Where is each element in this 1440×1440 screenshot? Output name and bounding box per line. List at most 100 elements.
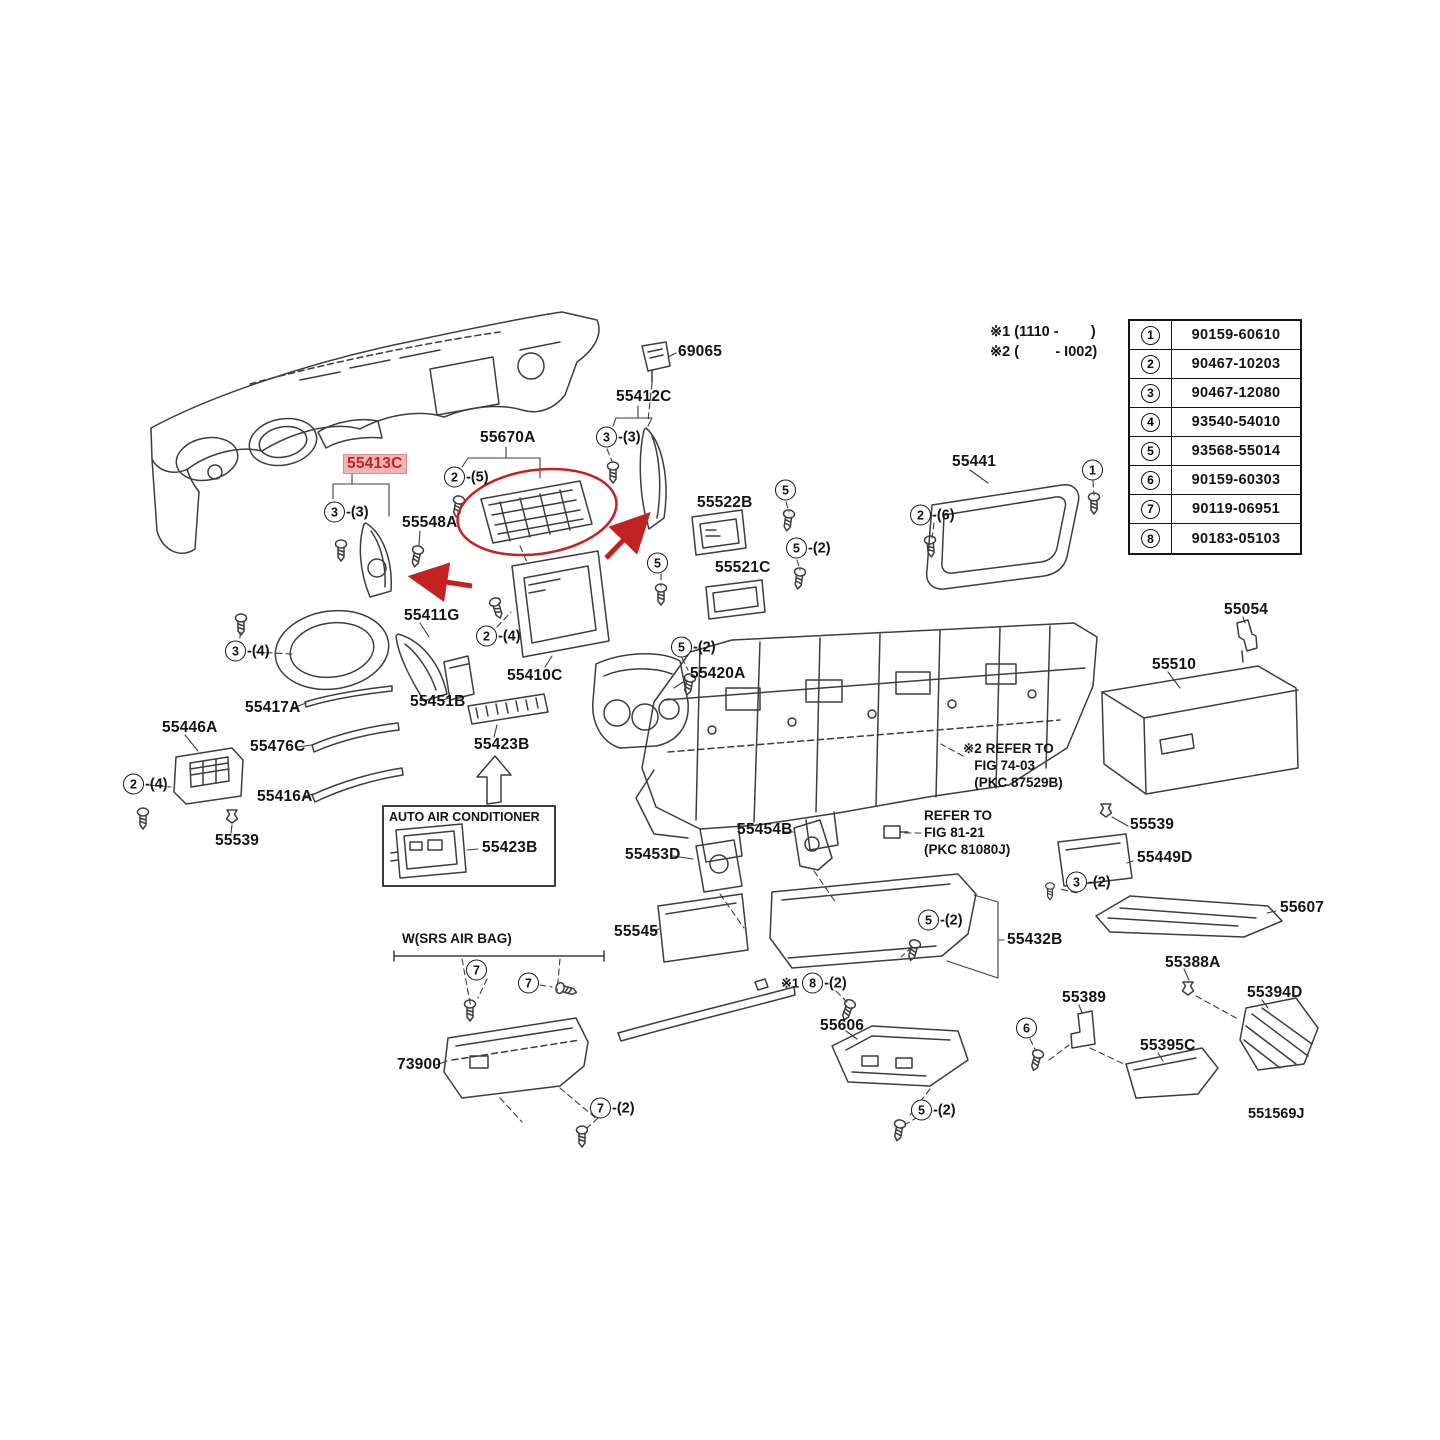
- part-55446A-drawing: [173, 747, 244, 805]
- fastener-circled-number: 8: [1141, 529, 1160, 548]
- qty-callout-5-(2): 5-(2): [911, 1099, 956, 1121]
- part-55389-drawing: [1070, 1010, 1096, 1049]
- fastener-circled-number: 7: [1141, 499, 1160, 519]
- qty-callout-2-(4): 2-(4): [123, 773, 168, 795]
- circled-number: 3: [1066, 871, 1087, 893]
- circled-number: 7: [590, 1097, 611, 1119]
- part-label-55410C: 55410C: [507, 667, 563, 684]
- part-55420A-drawing: [592, 653, 689, 749]
- qty-suffix: -(3): [618, 429, 641, 445]
- part-55441-drawing: [925, 483, 1080, 590]
- part-55395C-drawing: [1125, 1047, 1219, 1099]
- fastener-part-number: 90467-10203: [1191, 356, 1281, 372]
- part-55054-drawing: [1236, 619, 1258, 663]
- part-label-55451B: 55451B: [410, 693, 466, 710]
- part-label-55416A: 55416A: [257, 788, 313, 805]
- part-55451B-drawing: [443, 655, 475, 701]
- part-meter-hood-drawing: [274, 609, 390, 691]
- refer-fig-81-text: REFER TO FIG 81-21 (PKC 81080J): [924, 808, 1011, 857]
- fastener-part-number: 90119-06951: [1192, 501, 1280, 517]
- fastener-number-cell: 1: [1130, 321, 1172, 349]
- note-ref-prefix: ※1: [781, 975, 800, 990]
- qty-callout-3-(3): 3-(3): [324, 501, 369, 523]
- fastener-table-row: 6 90159-60303: [1130, 466, 1300, 495]
- qty-callout-1: 1: [1082, 459, 1103, 481]
- fastener-part-number: 90183-05103: [1191, 530, 1281, 547]
- qty-suffix: -(5): [466, 469, 489, 485]
- qty-callout-3-(2): 3-(2): [1066, 871, 1111, 893]
- part-55522B-drawing: [691, 509, 747, 556]
- qty-suffix: -(2): [1088, 874, 1111, 890]
- fastener-part-number: 93540-54010: [1191, 414, 1281, 430]
- qty-callout-3-(4): 3-(4): [225, 640, 270, 662]
- part-55449D-drawing: [1057, 833, 1133, 887]
- auto-air-conditioner-title: AUTO AIR CONDITIONER: [389, 810, 540, 824]
- part-label-55432B: 55432B: [1007, 931, 1063, 948]
- part-label-55412C: 55412C: [616, 388, 672, 405]
- part-label-55413C: 55413C: [344, 455, 406, 473]
- fastener-circled-number: 5: [1141, 441, 1160, 461]
- qty-callout-7: 7: [466, 959, 487, 981]
- fastener-number-cell: 8: [1130, 524, 1172, 553]
- part-label-55510: 55510: [1152, 656, 1197, 673]
- fastener-circled-number: 4: [1141, 412, 1160, 432]
- part-ip-reinforcement-drawing: [635, 622, 1098, 863]
- fastener-number-cell: 6: [1130, 466, 1172, 494]
- qty-callout-5: 5: [775, 479, 796, 501]
- part-label-55607: 55607: [1280, 899, 1325, 916]
- circled-number: 5: [786, 537, 807, 559]
- figure-code: 551569J: [1248, 1106, 1305, 1122]
- part-label-55539: 55539: [1130, 816, 1175, 833]
- part-label-55423B: 55423B: [482, 839, 538, 856]
- fastener-circled-number: 1: [1141, 325, 1160, 345]
- part-label-55453D: 55453D: [625, 846, 681, 863]
- qty-callout-2-(4): 2-(4): [476, 625, 521, 647]
- part-label-55446A: 55446A: [162, 719, 218, 736]
- part-55510-drawing: [1101, 665, 1299, 795]
- part-55521C-drawing: [705, 579, 766, 620]
- srs-airbag-title: W(SRS AIR BAG): [402, 931, 512, 946]
- qty-suffix: -(3): [346, 504, 369, 520]
- qty-suffix: -(4): [247, 643, 270, 659]
- part-label-55420A: 55420A: [690, 665, 746, 682]
- fastener-table-row: 4 93540-54010: [1130, 408, 1300, 437]
- circled-number: 6: [1016, 1017, 1037, 1039]
- part-label-55395C: 55395C: [1140, 1037, 1196, 1054]
- qty-callout-2-(6): 2-(6): [910, 504, 955, 526]
- part-55607-drawing: [1095, 895, 1283, 938]
- part-55670A-drawing: [480, 480, 593, 544]
- fastener-part-number: 93568-55014: [1191, 443, 1281, 459]
- qty-suffix: -(2): [824, 975, 847, 991]
- circled-number: 2: [123, 773, 144, 795]
- circled-number: 2: [910, 504, 931, 526]
- fastener-table-row: 7 90119-06951: [1130, 495, 1300, 524]
- part-trim-strips-drawing: [304, 685, 404, 803]
- fastener-number-cell: 4: [1130, 408, 1172, 436]
- part-label-55449D: 55449D: [1137, 849, 1193, 866]
- part-label-55539: 55539: [215, 832, 260, 849]
- note-2: ※2 ( - I002): [990, 344, 1098, 360]
- circled-number: 5: [671, 636, 692, 658]
- part-label-55441: 55441: [952, 453, 997, 470]
- fastener-part-number: 90159-60303: [1191, 472, 1281, 488]
- qty-suffix: -(2): [933, 1102, 956, 1118]
- qty-callout-5-(2): 5-(2): [786, 537, 831, 559]
- circled-number: 3: [324, 501, 345, 523]
- part-label-55417A: 55417A: [245, 699, 301, 716]
- circled-number: 5: [775, 479, 796, 501]
- fastener-circled-number: 2: [1141, 354, 1160, 374]
- qty-suffix: -(4): [498, 628, 521, 644]
- part-instrument-panel-drawing: [150, 311, 600, 554]
- part-55454B-drawing: [793, 819, 833, 871]
- red-highlight-marks: [407, 467, 651, 602]
- part-label-55670A: 55670A: [480, 429, 536, 446]
- part-55453D-drawing: [695, 839, 743, 893]
- leader-lines: [184, 352, 1277, 1066]
- circled-number: 1: [1082, 459, 1103, 481]
- part-curved-trim-drawing: [617, 978, 796, 1042]
